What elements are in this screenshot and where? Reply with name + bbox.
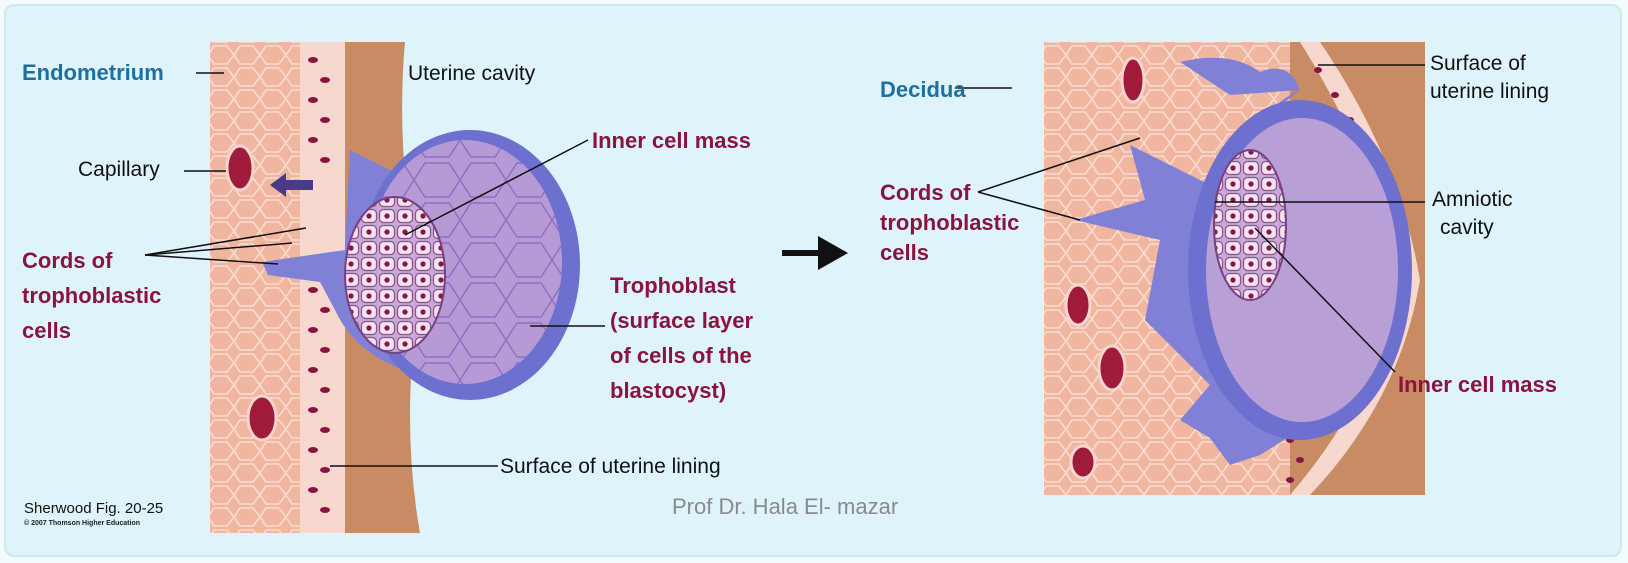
cords-label-left-line3: cells — [22, 318, 71, 343]
cords-label-left-line1: Cords of — [22, 248, 112, 273]
inner-cell-mass-left — [345, 197, 445, 353]
cords-label-right-line1: Cords of — [880, 180, 970, 205]
amniotic-cavity-label-line2: cavity — [1440, 216, 1494, 240]
inner-cell-mass-right — [1214, 150, 1286, 300]
trophoblast-label-line1: Trophoblast — [610, 273, 736, 298]
uterine-cavity-label: Uterine cavity — [408, 62, 535, 86]
capillary-label: Capillary — [78, 158, 160, 182]
cords-label-right-line3: cells — [880, 240, 929, 265]
amniotic-cavity-label-line1: Amniotic — [1432, 188, 1513, 212]
author-credit: Prof Dr. Hala El- mazar — [672, 494, 898, 519]
surface-uterine-lining-label-right-line1: Surface of — [1430, 52, 1526, 76]
endometrium-tissue — [210, 42, 310, 533]
right-decidua-illustration — [955, 42, 1425, 495]
endometrium-label: Endometrium — [22, 60, 164, 85]
transition-arrow — [782, 236, 848, 270]
surface-uterine-lining-label-left: Surface of uterine lining — [500, 455, 721, 479]
surface-uterine-lining-label-right-line2: uterine lining — [1430, 80, 1549, 104]
trophoblast-label-line4: blastocyst) — [610, 378, 726, 403]
inner-cell-mass-label-right: Inner cell mass — [1398, 372, 1557, 397]
copyright-label: © 2007 Thomson Higher Education — [24, 520, 140, 528]
figure-source-label: Sherwood Fig. 20-25 — [24, 500, 163, 517]
inner-cell-mass-label-left: Inner cell mass — [592, 128, 751, 153]
decidua-label: Decidua — [880, 77, 966, 102]
trophoblast-label-line3: of cells of the — [610, 343, 752, 368]
cords-label-left-line2: trophoblastic — [22, 283, 161, 308]
cords-label-right-line2: trophoblastic — [880, 210, 1019, 235]
trophoblast-label-line2: (surface layer — [610, 308, 753, 333]
